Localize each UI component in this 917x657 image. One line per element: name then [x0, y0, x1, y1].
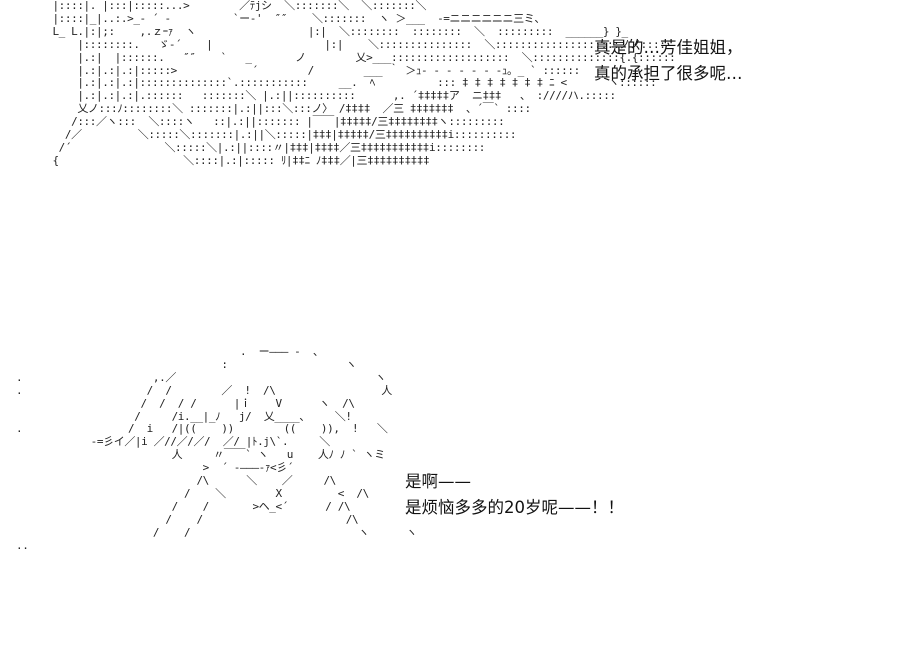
ascii-art-lower-panel: . ー――― - 、 : ヽ . ,.／ ヽ . / / ／ ! /\ 人 — [16, 345, 417, 552]
speech-text-upper: 真是的…芳佳姐姐， 真的承担了很多呢… — [594, 35, 743, 87]
ascii-art-upper-panel: |::::|. |:::|:::::...> ／ﾃjシ ＼:::::::＼ ＼:… — [52, 0, 676, 167]
speech-text-lower: 是啊—— 是烦恼多多的20岁呢——！！ — [405, 469, 624, 521]
speech-line-1: 是啊—— — [405, 472, 471, 491]
speech-line-2: 真的承担了很多呢… — [594, 64, 743, 83]
speech-line-1: 真是的…芳佳姐姐， — [594, 38, 743, 57]
speech-line-2: 是烦恼多多的20岁呢——！！ — [405, 498, 624, 517]
